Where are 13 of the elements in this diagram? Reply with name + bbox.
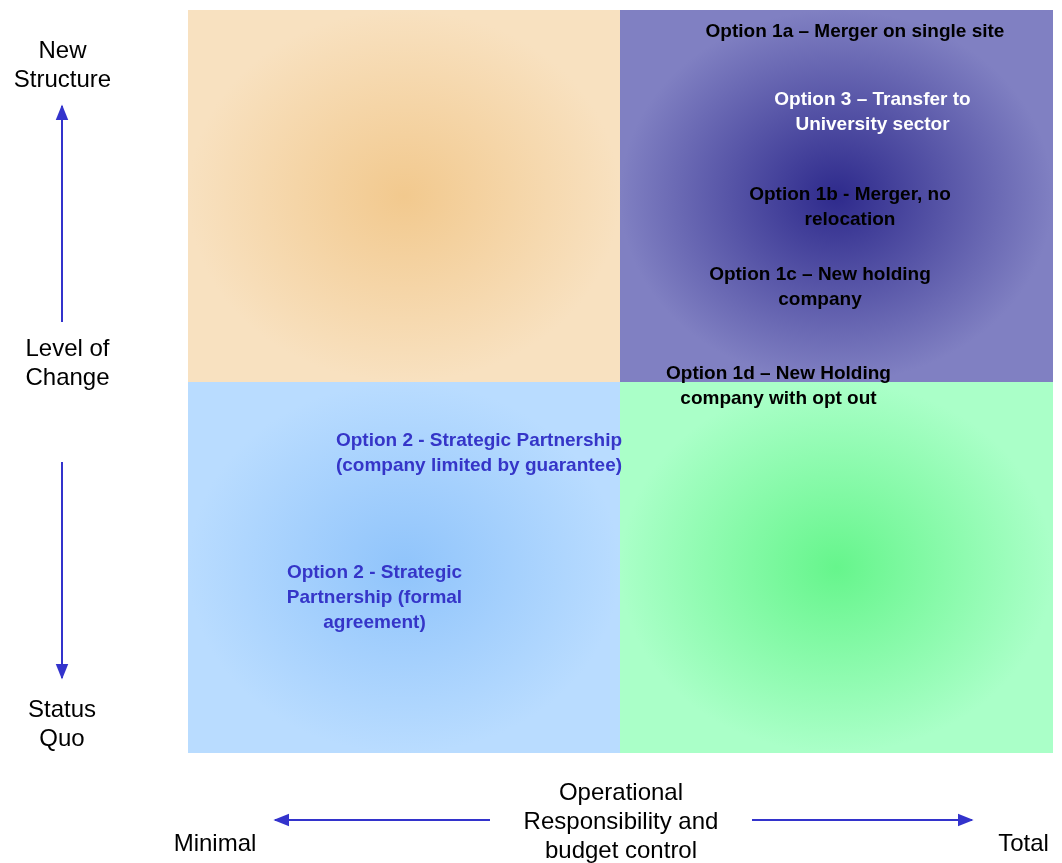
option-label: Option 1b - Merger, no relocation	[748, 182, 952, 231]
option-label: Option 2 - Strategic Partnership (formal agreement)	[285, 560, 464, 634]
option-label: Option 3 – Transfer to University sector	[773, 87, 972, 136]
axis-title: Operational Responsibility and budget control	[522, 777, 720, 863]
axis-label: Level of Change	[24, 333, 111, 391]
option-label: Option 1a – Merger on single site	[704, 19, 1006, 43]
axis-end-label: Total	[997, 828, 1050, 857]
option-label: Option 1d – New Holding company with opt out	[665, 361, 892, 410]
option-label: Option 2 - Strategic Partnership (company limited by guarantee)	[334, 428, 624, 477]
option-label: Option 1c – New holding company	[708, 262, 932, 311]
axis-end-label: Minimal	[172, 828, 258, 857]
axis-label: New Structure	[12, 35, 113, 93]
axis-label: Status Quo	[26, 694, 97, 752]
